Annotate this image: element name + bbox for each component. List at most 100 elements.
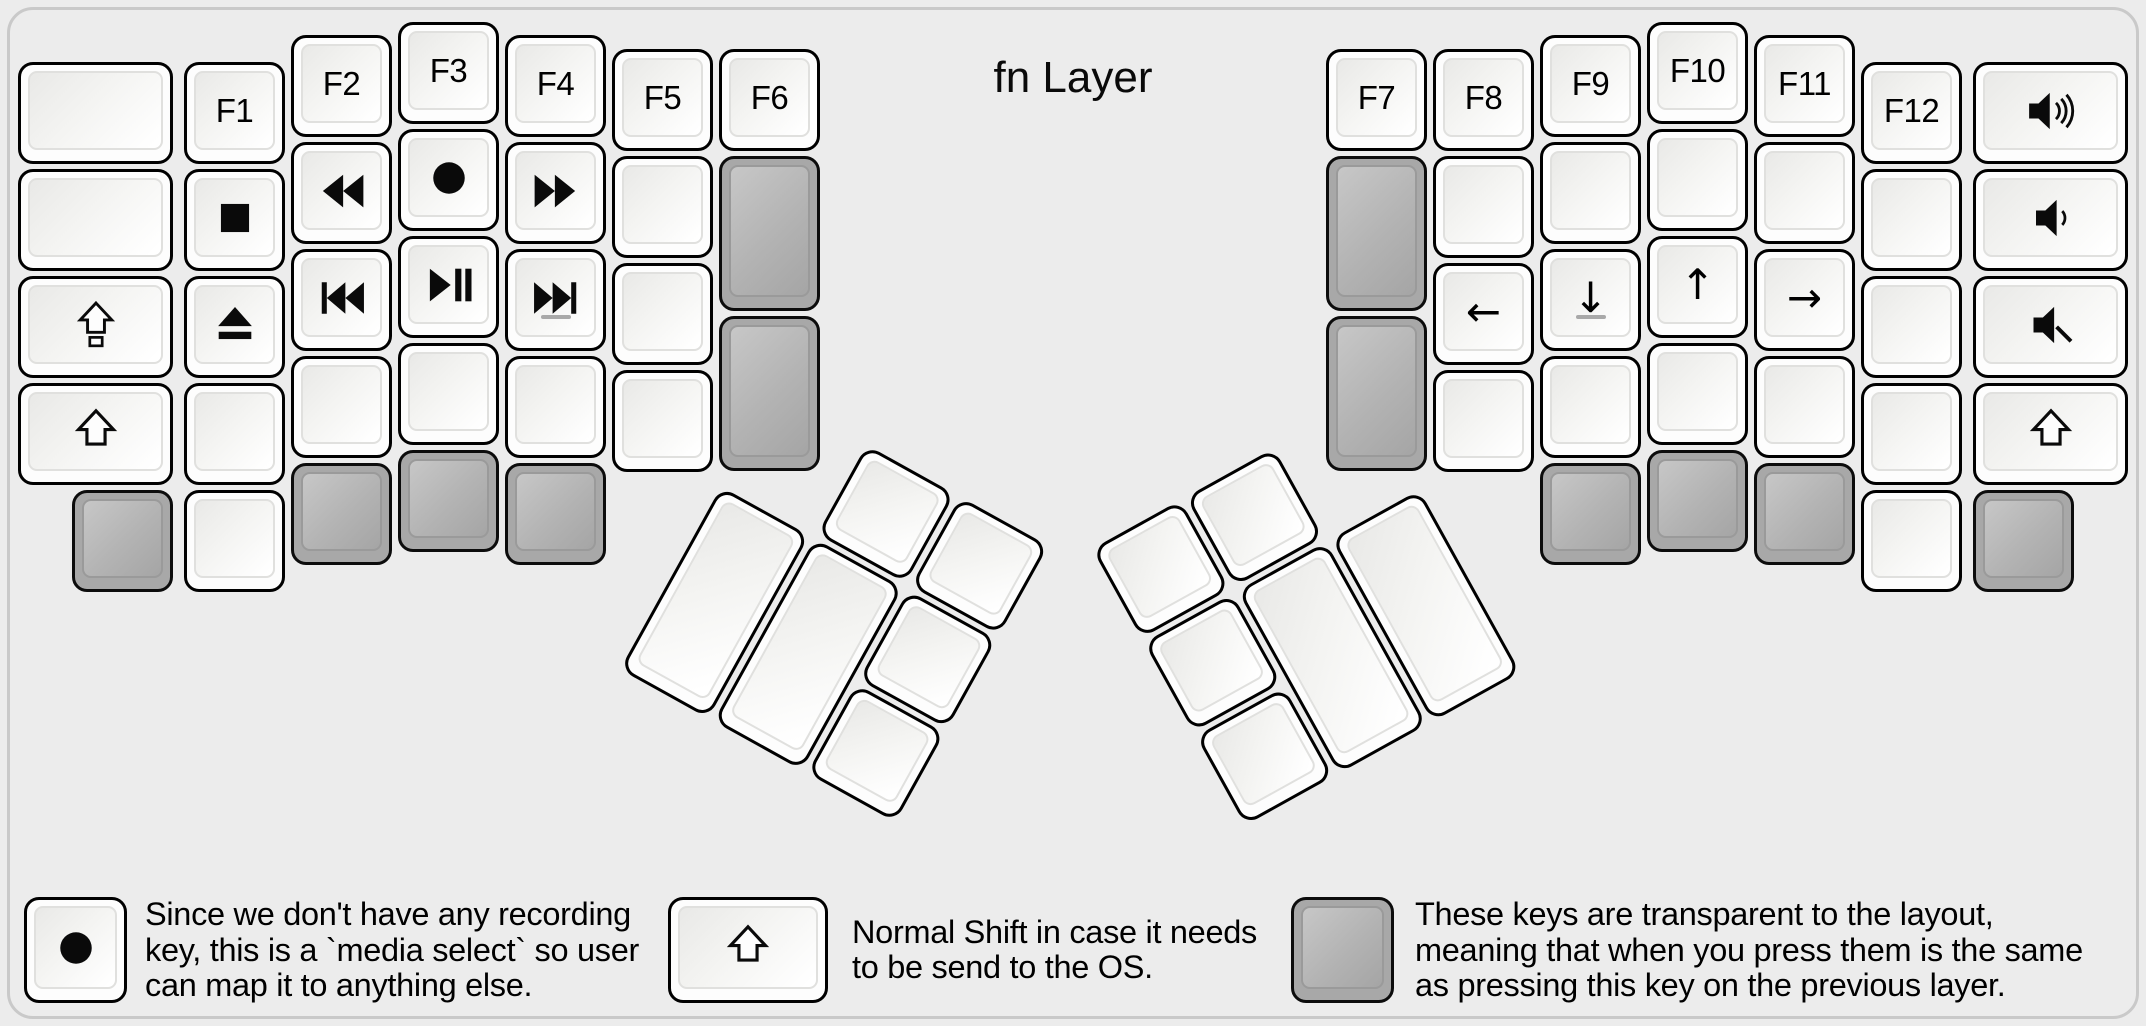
key-transparent[interactable] [72, 490, 173, 592]
record-icon [422, 151, 476, 205]
key-transparent[interactable] [1973, 490, 2074, 592]
homing-bar [540, 315, 571, 319]
key-f6[interactable]: F6 [719, 49, 820, 151]
record-example-key [24, 897, 127, 1004]
key-shift[interactable] [1973, 383, 2128, 485]
legend-line: as pressing this key on the previous lay… [1415, 967, 2006, 1003]
key-blank[interactable] [1433, 156, 1534, 258]
key-label: F7 [1357, 79, 1396, 116]
key-arrow-up[interactable]: ↑ [1647, 236, 1748, 338]
key-blank[interactable] [291, 356, 392, 458]
legend-line: meaning that when you press them is the … [1415, 931, 2083, 968]
key-play-pause[interactable] [398, 236, 499, 338]
homing-bar [1575, 315, 1606, 319]
key-transparent[interactable] [1647, 450, 1748, 552]
key-label: F1 [215, 92, 254, 129]
key-blank[interactable] [612, 263, 713, 365]
arrow-left-icon: ← [1465, 286, 1502, 336]
legend-line: key, this is a `media select` so user [145, 931, 640, 968]
legend-line: These keys are transparent to the layout… [1415, 896, 1994, 932]
key-transparent[interactable] [1326, 156, 1427, 311]
key-transparent[interactable] [1326, 316, 1427, 471]
key-blank[interactable] [1647, 129, 1748, 231]
arrow-down-icon: ↓ [1572, 272, 1609, 322]
key-blank[interactable] [1861, 383, 1962, 485]
key-f2[interactable]: F2 [291, 35, 392, 137]
key-label: F11 [1778, 65, 1831, 102]
legend-line: Normal Shift in case it needs [852, 913, 1257, 950]
key-transparent[interactable] [719, 316, 820, 471]
key-blank[interactable] [612, 156, 713, 258]
key-blank[interactable] [1433, 370, 1534, 472]
key-blank[interactable] [1861, 490, 1962, 592]
key-blank[interactable] [505, 356, 606, 458]
key-f5[interactable]: F5 [612, 49, 713, 151]
shift-icon [2022, 403, 2080, 461]
key-blank[interactable] [398, 343, 499, 445]
key-eject[interactable] [184, 276, 285, 378]
key-blank[interactable] [1540, 356, 1641, 458]
key-blank[interactable] [1754, 142, 1855, 244]
key-label: F8 [1464, 79, 1503, 116]
key-f8[interactable]: F8 [1433, 49, 1534, 151]
key-arrow-right[interactable]: → [1754, 249, 1855, 351]
key-shift[interactable] [18, 383, 173, 485]
key-arrow-down[interactable]: ↓ [1540, 249, 1641, 351]
shift-example-key [668, 897, 828, 1003]
arrow-right-icon: → [1786, 272, 1823, 322]
legend-line: Since we don't have any recording [145, 896, 631, 932]
legend-line: to be send to the OS. [852, 949, 1153, 985]
key-blank[interactable] [1647, 343, 1748, 445]
key-transparent[interactable] [505, 463, 606, 565]
key-f7[interactable]: F7 [1326, 49, 1427, 151]
key-transparent[interactable] [1540, 463, 1641, 565]
key-f11[interactable]: F11 [1754, 35, 1855, 137]
key-transparent[interactable] [291, 463, 392, 565]
key-volume-down[interactable] [1973, 169, 2128, 271]
key-transparent[interactable] [719, 156, 820, 311]
key-blank[interactable] [1540, 142, 1641, 244]
key-rewind[interactable] [291, 142, 392, 244]
legend-text-shift: Normal Shift in case it needs to be send… [852, 913, 1257, 986]
key-blank[interactable] [184, 383, 285, 485]
key-blank[interactable] [612, 370, 713, 472]
key-fast-forward[interactable] [505, 142, 606, 244]
key-f4[interactable]: F4 [505, 35, 606, 137]
key-record[interactable] [398, 129, 499, 231]
key-blank[interactable] [18, 169, 173, 271]
key-blank[interactable] [1754, 356, 1855, 458]
legend-item-record: Since we don't have any recording key, t… [24, 896, 640, 1004]
key-f9[interactable]: F9 [1540, 35, 1641, 137]
key-label: F5 [643, 79, 682, 116]
key-label: F12 [1883, 92, 1940, 129]
layer-title: fn Layer [993, 53, 1153, 102]
key-transparent[interactable] [1754, 463, 1855, 565]
key-f10[interactable]: F10 [1647, 22, 1748, 124]
key-f3[interactable]: F3 [398, 22, 499, 124]
transparent-example-key [1291, 897, 1394, 1004]
caps-lock-icon [69, 298, 123, 352]
key-blank[interactable] [18, 62, 173, 164]
legend-item-transparent: These keys are transparent to the layout… [1291, 896, 2083, 1004]
fast-forward-icon [529, 164, 583, 218]
key-arrow-left[interactable]: ← [1433, 263, 1534, 365]
key-label: F2 [322, 65, 361, 102]
key-blank[interactable] [1861, 169, 1962, 271]
key-label: F10 [1669, 52, 1726, 89]
volume-up-icon [2021, 81, 2081, 141]
key-stop[interactable] [184, 169, 285, 271]
legend-line: can map it to anything else. [145, 967, 533, 1003]
key-f1[interactable]: F1 [184, 62, 285, 164]
key-next-track[interactable] [505, 249, 606, 351]
key-prev-track[interactable] [291, 249, 392, 351]
key-mute[interactable] [1973, 276, 2128, 378]
key-blank[interactable] [184, 490, 285, 592]
key-volume-up[interactable] [1973, 62, 2128, 164]
key-label: F4 [536, 65, 575, 102]
key-blank[interactable] [1861, 276, 1962, 378]
key-transparent[interactable] [398, 450, 499, 552]
prev-track-icon [315, 271, 369, 325]
key-caps-lock[interactable] [18, 276, 173, 378]
volume-down-icon [2021, 188, 2081, 248]
key-f12[interactable]: F12 [1861, 62, 1962, 164]
